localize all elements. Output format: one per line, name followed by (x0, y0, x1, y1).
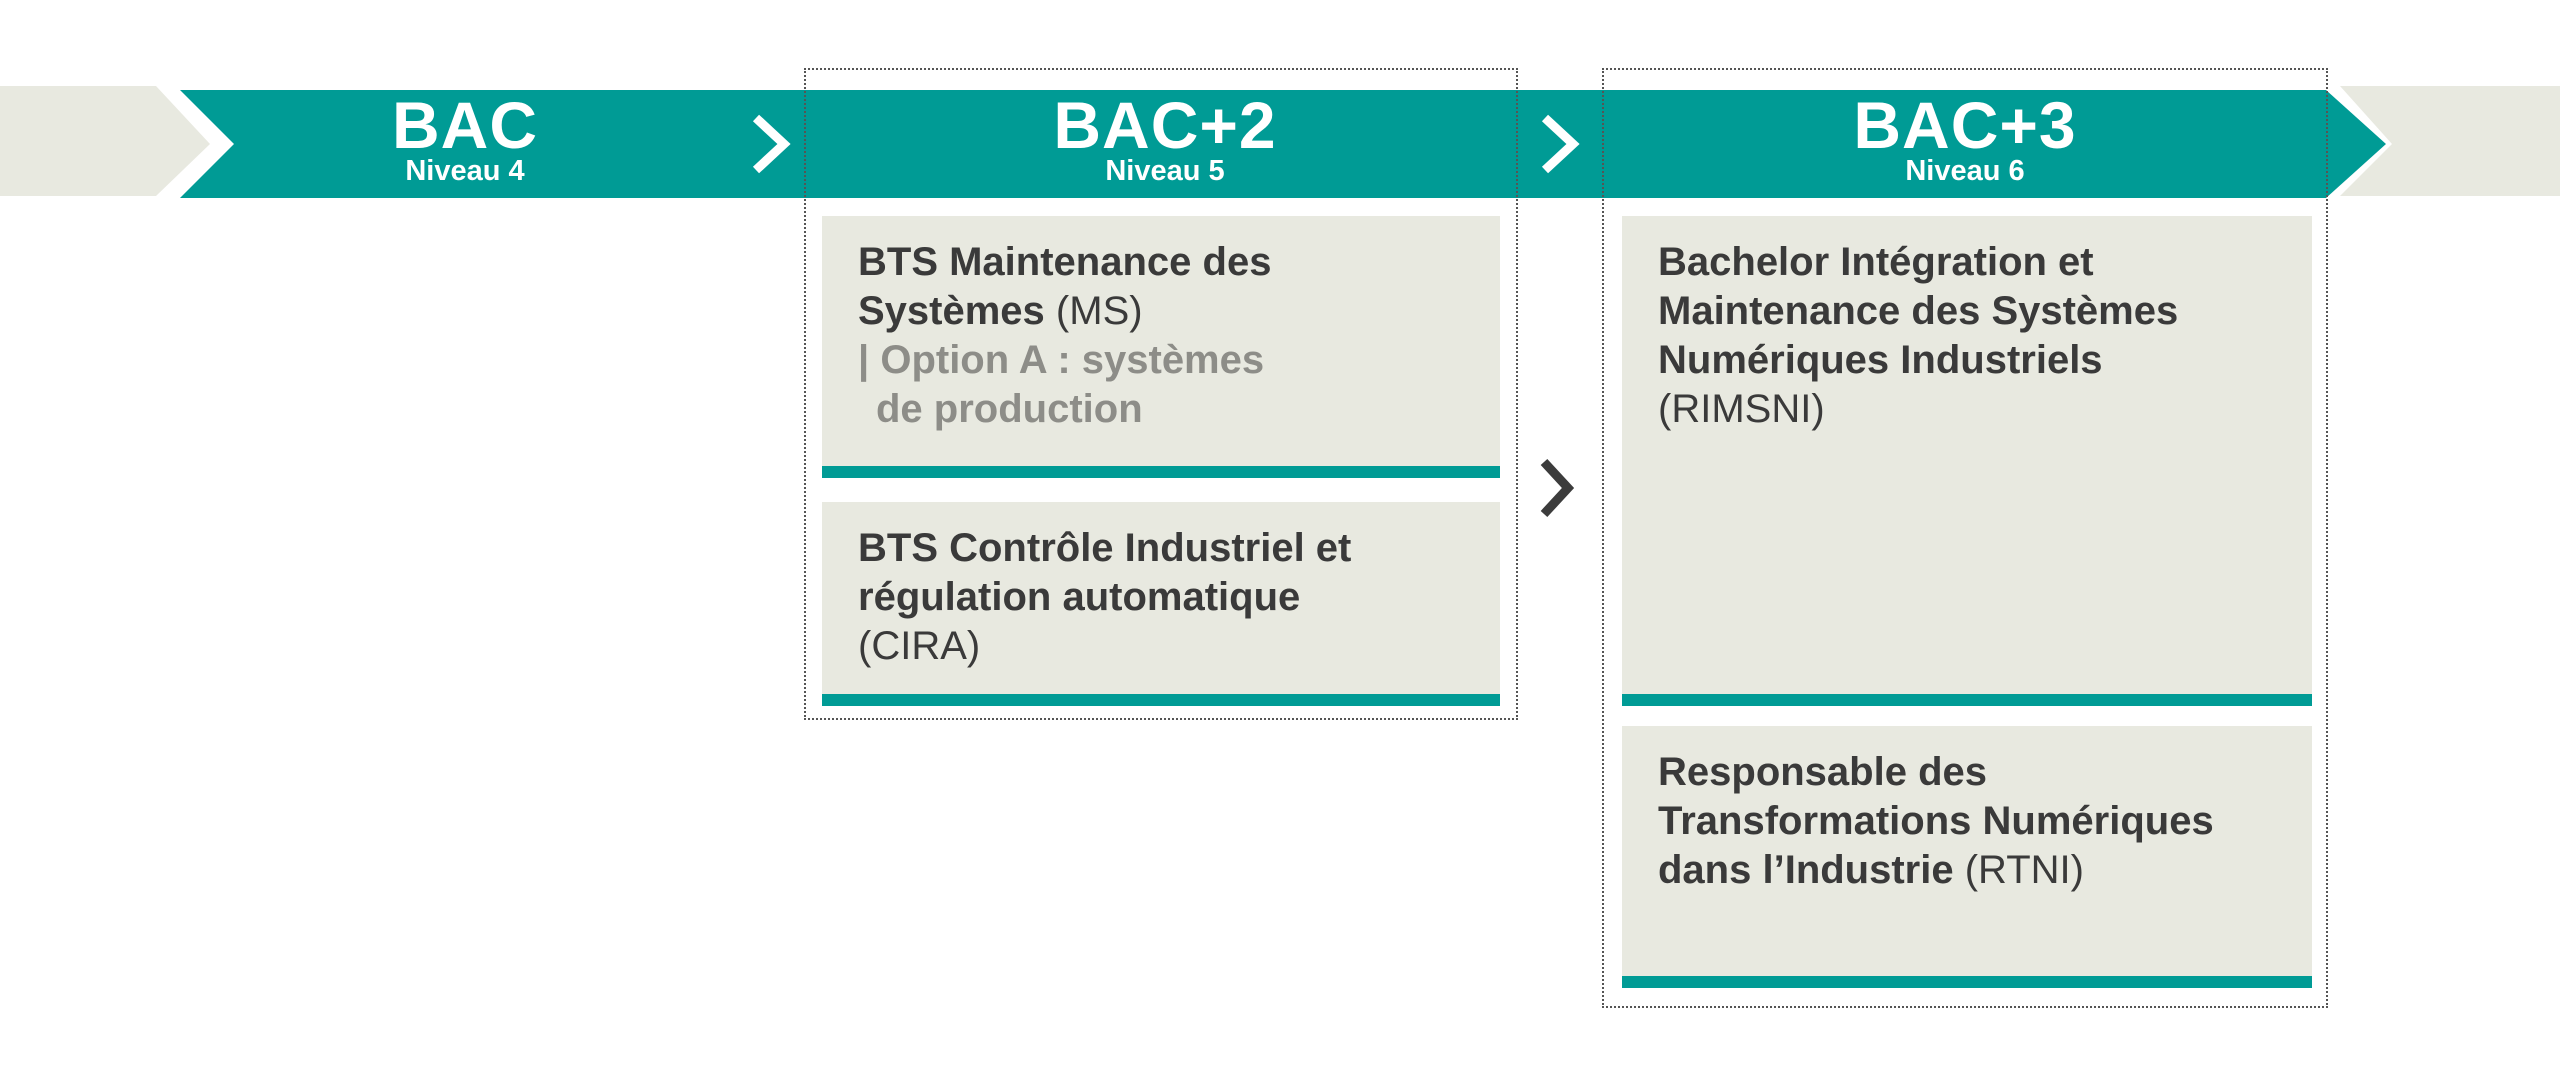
level-bac3: BAC+3 Niveau 6 (1840, 92, 2090, 186)
formation-card-bts-ms: BTS Maintenance des Systèmes (MS) | Opti… (822, 216, 1500, 478)
card-option-line: de production (876, 387, 1143, 431)
level-title: BAC+3 (1853, 88, 2077, 162)
level-subtitle: Niveau 6 (1905, 155, 2025, 187)
chevron-right-icon (1540, 458, 1575, 518)
card-text: BTS Contrôle Industriel et régulation au… (858, 524, 1464, 671)
bac2-group-outline (804, 68, 1518, 720)
left-grey-band (0, 86, 210, 196)
card-title-line: Numériques Industriels (1658, 338, 2103, 382)
level-title: BAC+2 (1053, 88, 1277, 162)
option-pipe: | (858, 338, 870, 382)
card-accent-bar (822, 694, 1500, 706)
card-title-line: BTS Contrôle Industriel et (858, 526, 1352, 570)
card-title-line: Transformations Numériques (1658, 799, 2214, 843)
chevron-right-icon (752, 114, 791, 174)
card-text: BTS Maintenance des Systèmes (MS) | Opti… (858, 238, 1464, 434)
formation-card-rtni: Responsable des Transformations Numériqu… (1622, 726, 2312, 988)
card-accent-bar (1622, 694, 2312, 706)
level-bac: BAC Niveau 4 (360, 92, 570, 186)
card-code: (RIMSNI) (1658, 387, 1825, 431)
formation-card-bachelor-rimsni: Bachelor Intégration et Maintenance des … (1622, 216, 2312, 706)
level-bac2: BAC+2 Niveau 5 (1040, 92, 1290, 186)
teal-arrow-band (180, 90, 2386, 198)
card-title-line: régulation automatique (858, 575, 1301, 619)
card-title-line: BTS Maintenance des (858, 240, 1272, 284)
level-subtitle: Niveau 4 (405, 155, 525, 187)
card-code: (RTNI) (1964, 848, 2084, 892)
card-accent-bar (822, 466, 1500, 478)
card-title-line: Responsable des (1658, 750, 1988, 794)
option-text: Option A : systèmes (880, 338, 1265, 382)
bac3-group-outline (1602, 68, 2328, 1008)
chevron-right-icon (1541, 114, 1580, 174)
card-text: Bachelor Intégration et Maintenance des … (1658, 238, 2276, 434)
formation-card-bts-cira: BTS Contrôle Industriel et régulation au… (822, 502, 1500, 706)
card-option-line: | Option A : systèmes (858, 336, 1464, 385)
card-title-line: Bachelor Intégration et (1658, 240, 2094, 284)
card-text: Responsable des Transformations Numériqu… (1658, 748, 2276, 895)
card-title-line: Maintenance des Systèmes (1658, 289, 2179, 333)
card-title-line: Systèmes (858, 289, 1045, 333)
card-code: (MS) (1055, 289, 1143, 333)
level-title: BAC (392, 88, 538, 162)
right-grey-band (2340, 86, 2560, 196)
level-banner (0, 86, 2560, 198)
card-accent-bar (1622, 976, 2312, 988)
level-subtitle: Niveau 5 (1105, 155, 1225, 187)
card-code: (CIRA) (858, 624, 981, 668)
card-title-line: dans l’Industrie (1658, 848, 1954, 892)
